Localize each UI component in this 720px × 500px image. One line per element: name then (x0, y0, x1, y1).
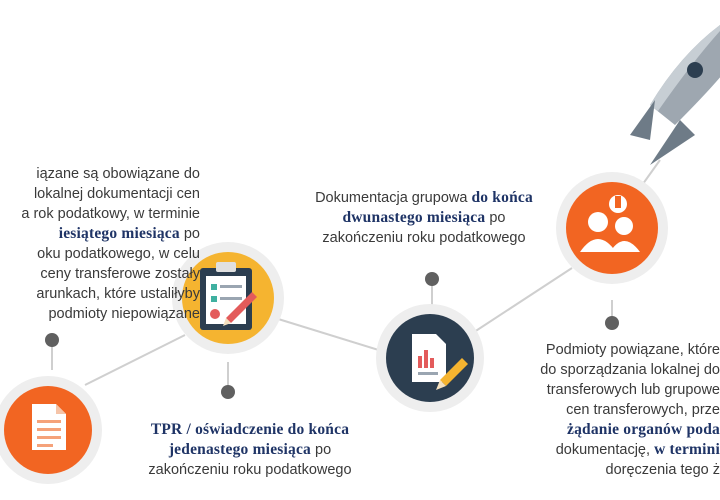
clipboard-checklist-icon (172, 242, 284, 354)
document-icon (0, 376, 102, 484)
local-line-8: podmioty niepowiązane (48, 306, 200, 322)
request-line-2: do sporządzania lokalnej do (540, 362, 720, 378)
report-pen-icon (376, 304, 484, 412)
request-line-3: transferowych lub grupowe (546, 382, 720, 398)
group-line-3: zakończeniu roku podatkowego (322, 230, 526, 246)
request-bold-6: w termini (654, 441, 720, 458)
group-bold-2: dwunastego miesiąca (342, 209, 486, 226)
people-idea-icon (556, 172, 668, 284)
timeline-connectors (51, 159, 661, 390)
request-bold-5: żądanie organów poda (567, 421, 720, 438)
local-line-6: ceny transferowe zostały (40, 266, 200, 282)
local-deadline-bold: iesiątego miesiąca (58, 225, 180, 242)
group-documentation-text: Dokumentacja grupowa do końca dwunastego… (290, 188, 558, 248)
tpr-line-2: jedenastego miesiąca po (120, 440, 380, 460)
local-line-1: iązane są obowiązane do (36, 166, 200, 182)
request-line-7: doręczenia tego ż (605, 462, 720, 478)
tpr-line-3: zakończeniu roku podatkowego (148, 462, 352, 478)
tpr-bold-2: jedenastego miesiąca (168, 441, 311, 458)
local-documentation-text: iązane są obowiązane do lokalnej dokumen… (0, 164, 200, 324)
rocket-icon (630, 25, 720, 165)
local-deadline-suffix: po (179, 226, 200, 242)
group-suffix: po (485, 210, 506, 226)
timeline-dots (45, 272, 619, 399)
local-line-4: iesiątego miesiąca po (0, 224, 200, 244)
tpr-bold-1: TPR / oświadczenie do końca (150, 421, 350, 438)
request-line-5: żądanie organów poda (510, 420, 720, 440)
local-line-5: oku podatkowego, w celu (37, 246, 200, 262)
local-line-7: arunkach, które ustaliłyby (36, 286, 200, 302)
request-line-4: cen transferowych, prze (566, 402, 720, 418)
group-prefix: Dokumentacja grupowa (315, 190, 472, 206)
request-prefix-6: dokumentację, (555, 442, 655, 458)
group-line-2: dwunastego miesiąca po (290, 208, 558, 228)
tpr-text: TPR / oświadczenie do końca jedenastego … (120, 420, 380, 480)
group-bold-1: do końca (471, 189, 533, 206)
local-line-2: lokalnej dokumentacji cen (33, 186, 200, 202)
tpr-line-1: TPR / oświadczenie do końca (120, 420, 380, 440)
request-line-6: dokumentację, w termini (510, 440, 720, 460)
tpr-suffix: po (311, 442, 332, 458)
request-text: Podmioty powiązane, które do sporządzani… (510, 340, 720, 480)
local-line-3: a rok podatkowy, w terminie (21, 206, 200, 222)
group-line-1: Dokumentacja grupowa do końca (290, 188, 558, 208)
request-line-1: Podmioty powiązane, które (545, 342, 720, 358)
